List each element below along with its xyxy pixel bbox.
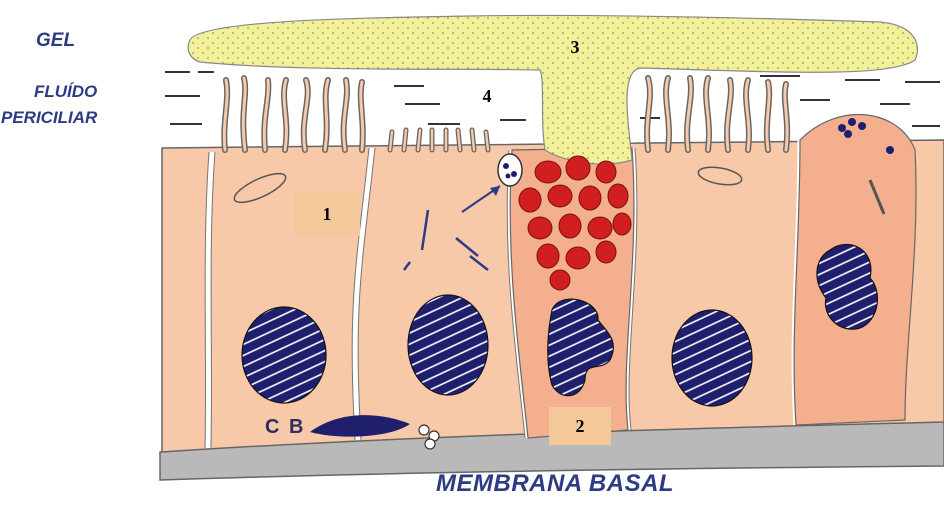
- number-3-label: 3: [560, 34, 590, 60]
- number-4-label: 4: [472, 83, 502, 109]
- number-2-label: 2: [549, 407, 611, 445]
- fluid-label-line1: FLUÍDO: [34, 82, 97, 102]
- basal-cell-label: C B: [265, 416, 305, 439]
- nucleus-cell-1: [242, 307, 326, 403]
- nucleus-cell-2: [408, 295, 488, 395]
- intraepithelial-cell: [498, 154, 522, 186]
- fluid-label-line2: PERICILIAR: [1, 108, 97, 128]
- nucleus-cell-4: [672, 310, 752, 406]
- gel-label: GEL: [36, 30, 75, 52]
- number-1-label: 1: [294, 193, 360, 236]
- membrane-label: MEMBRANA BASAL: [436, 470, 674, 498]
